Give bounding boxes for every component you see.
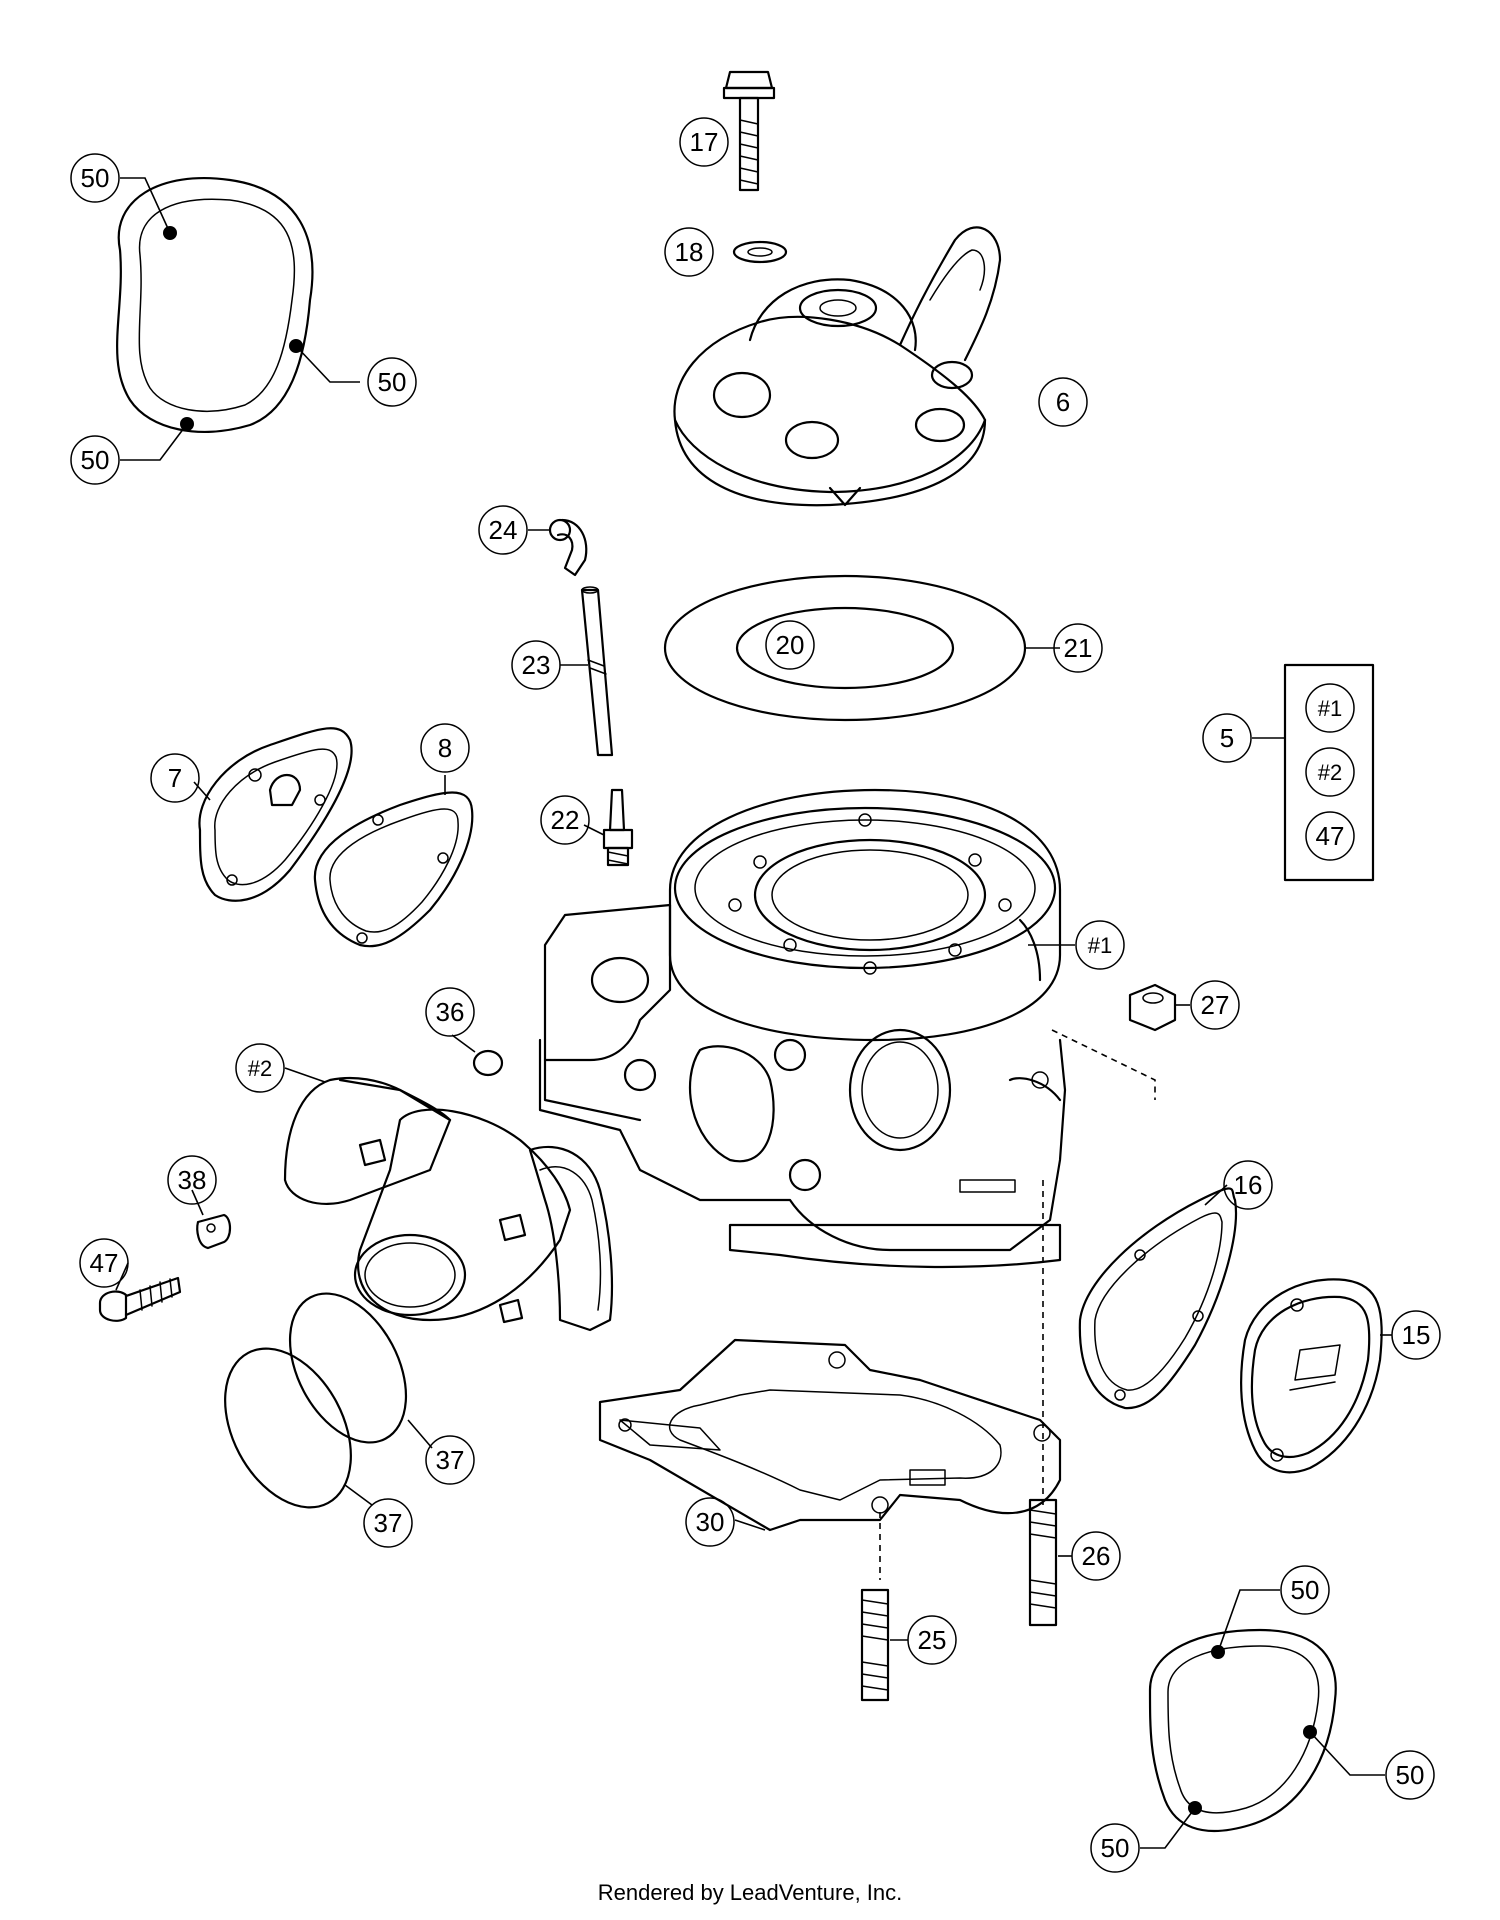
svg-text:27: 27	[1201, 990, 1230, 1020]
callout-17: 17	[679, 117, 729, 167]
svg-text:47: 47	[90, 1248, 119, 1278]
callout-20: 20	[765, 620, 815, 670]
kit-item-47: 47	[1305, 811, 1355, 861]
intake-reed-2	[283, 1076, 614, 1332]
screw-47	[98, 1276, 182, 1322]
o-ring-20	[735, 606, 955, 690]
gasket-7	[198, 727, 353, 902]
svg-text:15: 15	[1402, 1320, 1431, 1350]
callout-50-d: 50	[1280, 1565, 1330, 1615]
svg-text:26: 26	[1082, 1541, 1111, 1571]
svg-text:#2: #2	[248, 1056, 272, 1081]
svg-text:23: 23	[522, 650, 551, 680]
callout-18: 18	[664, 227, 714, 277]
callout-36: 36	[425, 987, 475, 1037]
o-ring-37-outer	[224, 1347, 352, 1509]
svg-text:47: 47	[1316, 821, 1345, 851]
callout-22: 22	[540, 795, 590, 845]
cylinder-head-6	[673, 226, 1002, 507]
svg-text:37: 37	[374, 1508, 403, 1538]
svg-text:5: 5	[1220, 723, 1234, 753]
svg-text:21: 21	[1064, 633, 1093, 663]
callout-50-b: 50	[367, 357, 417, 407]
svg-text:#1: #1	[1318, 696, 1342, 721]
svg-text:24: 24	[489, 515, 518, 545]
stud-26	[1028, 1498, 1058, 1627]
gasket-21	[663, 574, 1027, 722]
gasket-top-left	[116, 177, 314, 433]
washer-18	[732, 240, 788, 264]
base-gasket-30	[598, 1338, 1062, 1532]
svg-text:50: 50	[1101, 1833, 1130, 1863]
cover-15	[1240, 1278, 1383, 1474]
callout-23: 23	[511, 640, 561, 690]
svg-text:17: 17	[690, 127, 719, 157]
callout-1: #1	[1075, 920, 1125, 970]
gasket-bottom-right	[1148, 1628, 1337, 1833]
callout-7: 7	[150, 753, 200, 803]
bolt-17	[722, 70, 776, 192]
callout-24: 24	[478, 505, 528, 555]
svg-text:8: 8	[438, 733, 452, 763]
callout-38: 38	[167, 1155, 217, 1205]
svg-text:36: 36	[436, 997, 465, 1027]
svg-text:30: 30	[696, 1507, 725, 1537]
gasket-16	[1078, 1187, 1238, 1410]
hose-23	[580, 586, 614, 757]
stud-25	[860, 1588, 890, 1702]
kit-item-2: #2	[1305, 747, 1355, 797]
svg-text:18: 18	[675, 237, 704, 267]
callout-37-a: 37	[425, 1435, 475, 1485]
gasket-8	[313, 791, 474, 948]
svg-text:#1: #1	[1088, 933, 1112, 958]
svg-text:50: 50	[81, 163, 110, 193]
footer-credit: Rendered by LeadVenture, Inc.	[597, 1880, 903, 1905]
clip-38	[196, 1213, 232, 1250]
callout-25: 25	[907, 1615, 957, 1665]
svg-text:25: 25	[918, 1625, 947, 1655]
svg-text:50: 50	[1291, 1575, 1320, 1605]
callout-47: 47	[79, 1238, 129, 1288]
callout-26: 26	[1071, 1531, 1121, 1581]
svg-text:20: 20	[776, 630, 805, 660]
o-ring-37-inner	[288, 1292, 408, 1444]
callout-2: #2	[235, 1043, 285, 1093]
svg-text:37: 37	[436, 1445, 465, 1475]
svg-text:16: 16	[1234, 1170, 1263, 1200]
callout-8: 8	[420, 723, 470, 773]
svg-text:6: 6	[1056, 387, 1070, 417]
callout-50-e: 50	[1385, 1750, 1435, 1800]
svg-text:50: 50	[378, 367, 407, 397]
callout-50-f: 50	[1090, 1823, 1140, 1873]
callout-15: 15	[1391, 1310, 1441, 1360]
svg-text:7: 7	[168, 763, 182, 793]
callout-21: 21	[1053, 623, 1103, 673]
callout-30: 30	[685, 1497, 735, 1547]
callout-50-c: 50	[70, 435, 120, 485]
fitting-24	[548, 518, 588, 577]
nut-27	[1128, 983, 1177, 1032]
o-ring-36	[472, 1049, 504, 1077]
kit-item-1: #1	[1305, 683, 1355, 733]
nipple-22	[602, 788, 634, 867]
svg-text:50: 50	[1396, 1760, 1425, 1790]
svg-text:38: 38	[178, 1165, 207, 1195]
svg-text:#2: #2	[1318, 760, 1342, 785]
kit-box-5	[1283, 663, 1375, 882]
callout-5: 5	[1202, 713, 1252, 763]
callout-50-a: 50	[70, 153, 120, 203]
svg-text:22: 22	[551, 805, 580, 835]
callout-27: 27	[1190, 980, 1240, 1030]
callout-6: 6	[1038, 377, 1088, 427]
callout-37-b: 37	[363, 1498, 413, 1548]
svg-text:50: 50	[81, 445, 110, 475]
callout-16: 16	[1223, 1160, 1273, 1210]
cylinder-1	[538, 788, 1067, 1269]
